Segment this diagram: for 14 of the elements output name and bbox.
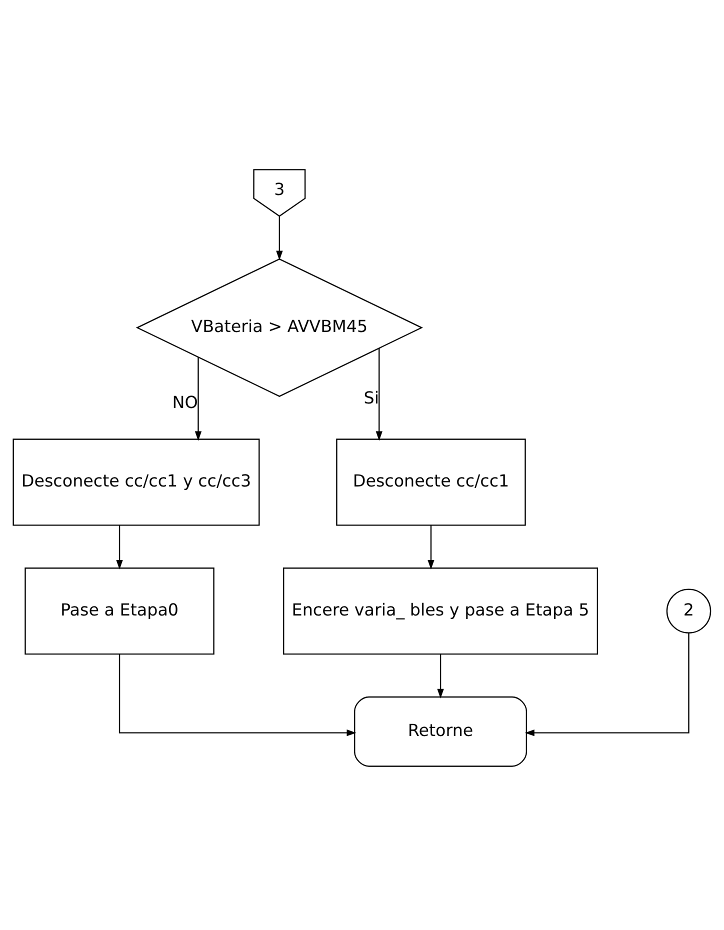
arrow	[428, 524, 434, 570]
arrow	[194, 356, 202, 440]
node-box: Desconecte cc/cc1 y cc/cc3	[12, 438, 260, 526]
arrow	[376, 348, 382, 440]
arrow	[116, 524, 123, 570]
node-box: Pase a Etapa0	[24, 567, 214, 654]
node-circle: 2	[666, 588, 712, 633]
arrow	[437, 654, 444, 698]
arrow	[276, 216, 283, 260]
arrow	[524, 632, 690, 736]
node-box: Encere varia_ bles y pase a Etapa 5	[283, 567, 598, 654]
arrow	[118, 654, 356, 736]
node-box: Desconecte cc/cc1	[336, 438, 526, 526]
node-box: Retorne	[354, 696, 528, 766]
